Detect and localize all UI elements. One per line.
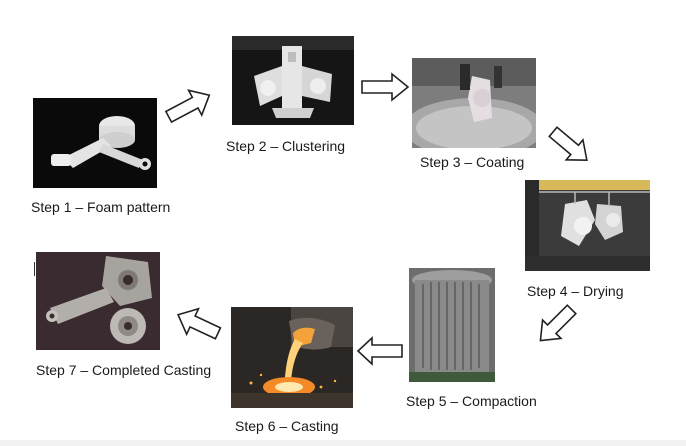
step-4-photo: [525, 180, 650, 271]
arrow-icon: [548, 126, 588, 161]
arrow-icon: [539, 304, 577, 342]
step-5-photo: [409, 268, 495, 382]
step-2-caption: Step 2 – Clustering: [226, 138, 346, 154]
step-4-caption: Step 4 – Drying: [527, 283, 624, 299]
bottom-edge: [0, 440, 686, 446]
step-3-photo: [412, 58, 536, 148]
step-6-photo: [231, 307, 353, 408]
step-3-caption: Step 3 – Coating: [420, 154, 525, 170]
step-1-photo: [33, 98, 157, 188]
step-6-caption: Step 6 – Casting: [235, 418, 339, 434]
step-7-photo: [36, 252, 160, 350]
arrow-icon: [164, 89, 211, 124]
text-cursor: [34, 262, 35, 276]
step-1-caption: Step 1 – Foam pattern: [31, 199, 171, 215]
step-7-caption: Step 7 – Completed Casting: [36, 362, 212, 378]
step-2-photo: [232, 36, 354, 125]
arrow-icon: [356, 336, 403, 366]
arrow-icon: [176, 307, 222, 340]
step-5-caption: Step 5 – Compaction: [406, 393, 537, 409]
arrow-icon: [361, 72, 410, 102]
